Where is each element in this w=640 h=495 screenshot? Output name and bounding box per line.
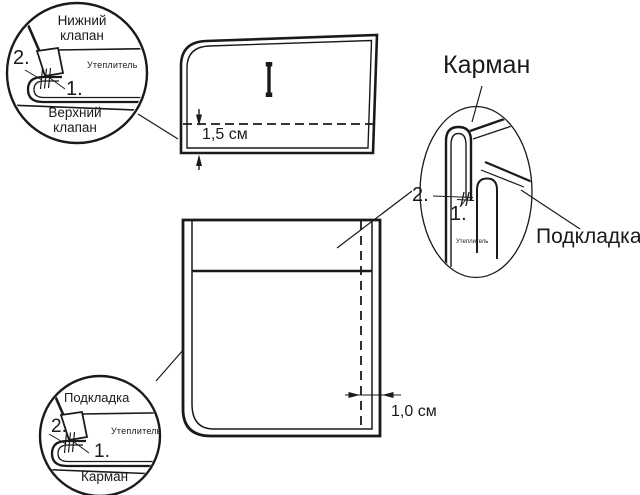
magnifier-circle-bottom	[38, 348, 185, 495]
label-lining-bottom: Подкладка	[64, 390, 130, 405]
dimension-arrows-flap	[196, 109, 202, 170]
pocket-shape	[181, 218, 401, 438]
pocket-outer-outline	[181, 218, 382, 438]
dimension-arrows-pocket	[345, 392, 401, 398]
magnifier-circle-outline	[5, 1, 149, 145]
hem-fold-outer-line	[444, 125, 473, 271]
label-insulation-top: Утеплитель	[87, 60, 138, 70]
lining-edge-line	[484, 160, 531, 185]
stitch-marks	[460, 191, 470, 207]
marker-2-edge: 2.	[412, 184, 429, 206]
marker-1-bottom: 1.	[94, 441, 110, 462]
marker-1-top: 1.	[66, 78, 83, 100]
label-pocket-bottom: Карман	[81, 469, 129, 484]
label-lower-flap: Нижний клапан	[57, 13, 107, 44]
edge-cross-section	[432, 107, 531, 271]
label-insulation-bottom: Утеплитель	[111, 426, 162, 436]
leader-pocket-to-ellipse	[336, 190, 413, 249]
leader-lining-label	[520, 189, 581, 230]
hem-fold-inner-line	[450, 132, 467, 267]
marker2-leader-line	[432, 195, 474, 199]
marker-1-edge: 1.	[450, 203, 467, 225]
flap-shape	[179, 33, 379, 170]
marker1-leader-line	[459, 197, 468, 208]
label-pocket: Карман	[443, 51, 531, 79]
leader-circle-to-flap	[137, 113, 179, 140]
leader-pocket-label	[471, 85, 483, 123]
marker-2-top: 2.	[13, 47, 30, 69]
label-pocket-offset: 1,0 см	[391, 403, 437, 420]
label-lining: Подкладка	[536, 225, 640, 248]
label-flap-offset: 1,5 см	[202, 126, 248, 143]
flap-inner-outline	[186, 39, 373, 149]
magnifier-ellipse	[419, 85, 581, 279]
lining-edge-inner-line	[480, 169, 525, 188]
magnifier-circle-top	[5, 1, 179, 145]
label-insulation-edge: Утеплитель	[456, 239, 489, 245]
label-upper-flap: Верхний клапан	[48, 105, 102, 136]
lining-fold-line	[476, 177, 498, 259]
pocket-inner-outline	[191, 221, 373, 430]
marker-2-bottom: 2.	[51, 416, 67, 437]
leader-circle-to-pocket	[155, 348, 185, 382]
